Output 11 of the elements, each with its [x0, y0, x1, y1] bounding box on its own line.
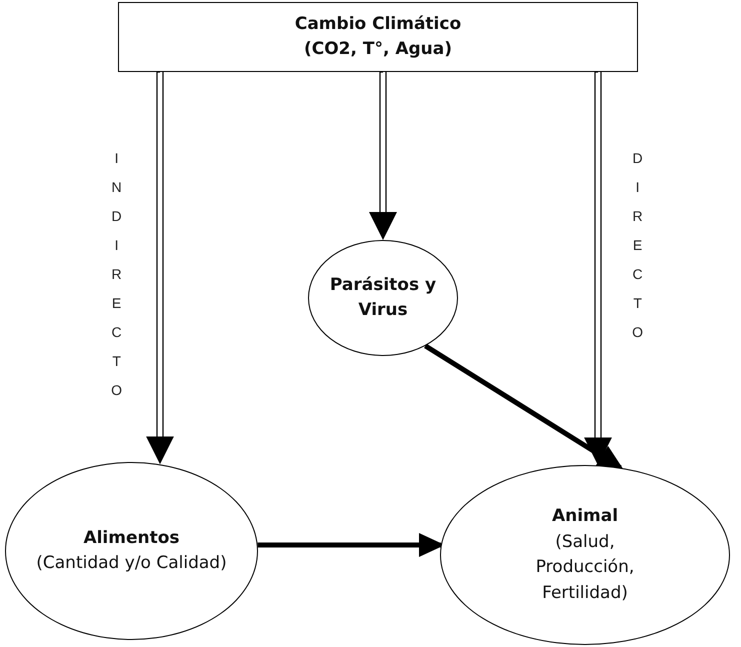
process-box [118, 2, 638, 72]
arrow [146, 71, 174, 464]
node-text: (Cantidad y/o Calidad) [35, 552, 228, 575]
node-text: Parásitos y Virus [328, 274, 438, 322]
node-heading: Animal [552, 505, 618, 528]
node-text: Cambio Climático (CO2, T°, Agua) [294, 12, 462, 61]
arrow [424, 344, 624, 470]
arrow [584, 71, 612, 466]
node-heading: Alimentos [83, 526, 180, 550]
node-text: (Salud, Producción, Fertilidad) [534, 530, 636, 604]
arrow [369, 71, 397, 240]
